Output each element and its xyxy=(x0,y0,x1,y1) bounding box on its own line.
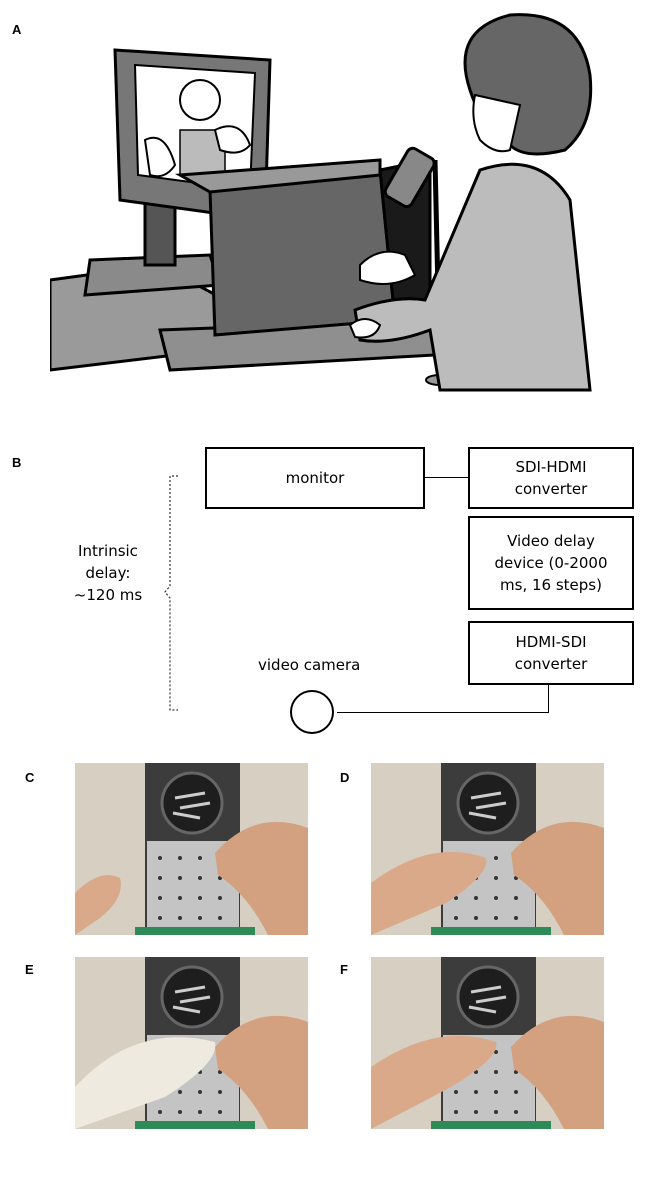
experiment-setup-illustration xyxy=(48,10,610,410)
photo-e xyxy=(75,957,308,1129)
camera-body xyxy=(383,146,436,209)
sdi-hdmi-converter-box: SDI-HDMI converter xyxy=(468,447,634,509)
delay-line2: device (0-2000 xyxy=(494,554,608,572)
monitor-box: monitor xyxy=(205,447,425,509)
panel-label-d: D xyxy=(340,770,350,785)
hand-in-box xyxy=(359,250,417,285)
sdi-hdmi-line2: converter xyxy=(514,480,588,498)
hdmi-sdi-line1: HDMI-SDI xyxy=(515,633,587,651)
person-wrist xyxy=(348,318,382,339)
panel-label-f: F xyxy=(340,962,348,977)
video-delay-device-box: Video delay device (0-2000 ms, 16 steps) xyxy=(468,516,634,610)
photo-d xyxy=(371,763,604,935)
panel-label-a: A xyxy=(12,22,22,37)
connector-monitor-converter xyxy=(425,477,468,478)
intrinsic-line1: Intrinsic xyxy=(78,542,138,560)
connector-converter-down xyxy=(548,685,549,713)
panel-label-c: C xyxy=(25,770,35,785)
intrinsic-line3: ~120 ms xyxy=(73,586,143,604)
hdmi-sdi-converter-box: HDMI-SDI converter xyxy=(468,621,634,685)
box-top xyxy=(174,158,382,194)
screen-hand-left xyxy=(143,136,177,178)
person-face xyxy=(472,93,522,153)
intrinsic-delay-text: Intrinsic delay: ~120 ms xyxy=(58,540,158,606)
photo-f xyxy=(371,957,604,1129)
connector-camera xyxy=(337,712,549,713)
video-camera-label: video camera xyxy=(258,656,361,674)
sdi-hdmi-line1: SDI-HDMI xyxy=(515,458,587,476)
hdmi-sdi-line2: converter xyxy=(514,655,588,673)
screen-dish xyxy=(179,79,221,121)
monitor-label: monitor xyxy=(285,469,345,487)
screen-hand-right xyxy=(213,125,252,154)
intrinsic-delay-bracket xyxy=(164,475,178,711)
delay-line1: Video delay xyxy=(507,532,595,550)
person-body xyxy=(353,162,592,392)
monitor-stand xyxy=(143,198,177,267)
intrinsic-line2: delay: xyxy=(85,564,131,582)
setup-drawing xyxy=(48,13,593,392)
panel-label-e: E xyxy=(25,962,34,977)
video-camera-icon xyxy=(290,690,334,734)
panel-label-b: B xyxy=(12,455,22,470)
delay-line3: ms, 16 steps) xyxy=(500,576,602,594)
photo-c xyxy=(75,763,308,935)
